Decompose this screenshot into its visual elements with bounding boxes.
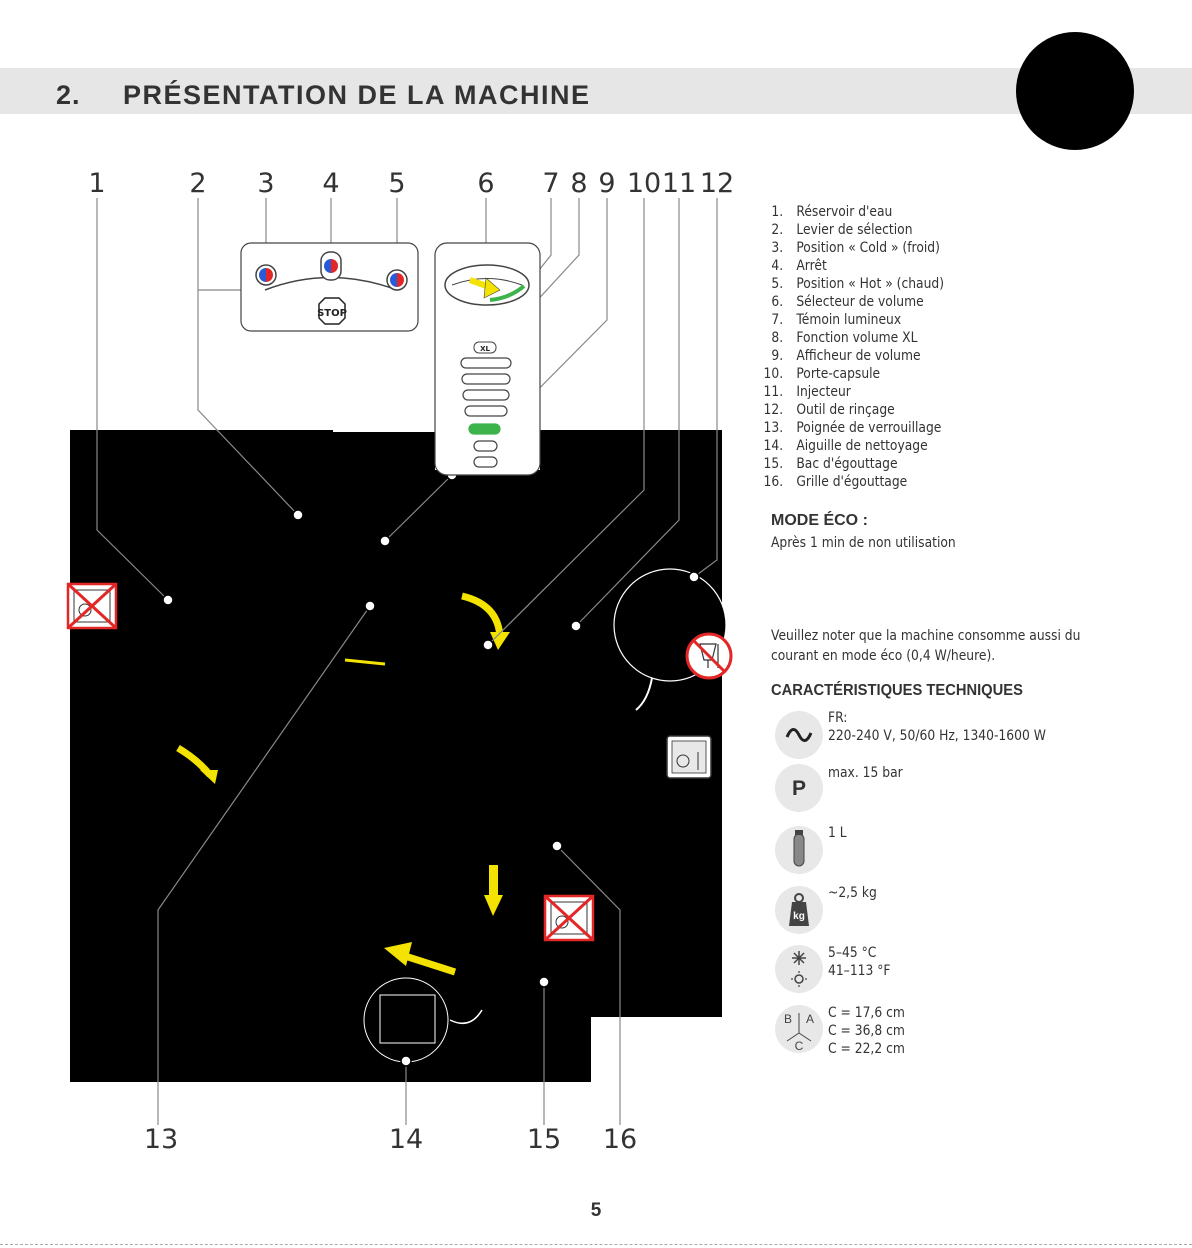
no-dishwasher-icon-left: [66, 582, 118, 630]
legend-item: 1.Réservoir d'eau: [771, 204, 893, 220]
legend-item: 9.Afficheur de volume: [771, 348, 921, 364]
callout-5: 5: [388, 168, 406, 199]
header-band: [0, 68, 1192, 114]
eco-note: Veuillez noter que la machine consomme a…: [771, 628, 1081, 664]
callout-9: 9: [598, 168, 616, 199]
spec-power: FR:220-240 V, 50/60 Hz, 1340-1600 W: [828, 710, 1046, 744]
stop-position-knob: [320, 251, 342, 281]
svg-text:B: B: [784, 1012, 792, 1026]
svg-text:P: P: [792, 777, 806, 800]
callout-1: 1: [88, 168, 106, 199]
legend-item: 12.Outil de rinçage: [763, 402, 895, 418]
svg-text:kg: kg: [793, 911, 805, 922]
water-capacity-icon: [775, 826, 823, 874]
section-number: 2.: [56, 80, 81, 110]
callout-16: 16: [602, 1124, 638, 1155]
stop-sign-icon: [318, 297, 346, 325]
callout-15: 15: [526, 1124, 562, 1155]
callout-2: 2: [189, 168, 207, 199]
machine-diagram: STOP XL: [66, 198, 733, 1125]
legend-item: 6.Sélecteur de volume: [771, 294, 924, 310]
volume-display: [460, 357, 512, 468]
callout-12: 12: [699, 168, 735, 199]
parts-legend: 1.Réservoir d'eau 2.Levier de sélection …: [762, 203, 969, 491]
spec-capacity: 1 L: [828, 825, 847, 841]
hot-position-knob: [386, 269, 408, 291]
svg-text:A: A: [806, 1012, 814, 1026]
section-title: PRÉSENTATION DE LA MACHINE: [123, 80, 591, 110]
weight-icon: kg: [775, 886, 823, 934]
dimensions-icon: B A C: [775, 1005, 823, 1053]
callout-13: 13: [143, 1124, 179, 1155]
legend-item: 16.Grille d'égouttage: [763, 474, 908, 490]
legend-item: 7.Témoin lumineux: [771, 312, 902, 328]
legend-item: 8.Fonction volume XL: [771, 330, 918, 346]
legend-item: 4.Arrêt: [771, 258, 827, 274]
eco-subtitle: Après 1 min de non utilisation: [771, 535, 956, 551]
callout-14: 14: [388, 1124, 424, 1155]
lever-panel: [240, 242, 419, 332]
stop-label: STOP: [317, 308, 347, 319]
ac-power-icon: [775, 711, 823, 759]
no-dishwasher-icon-bottom: [543, 894, 595, 942]
legend-item: 11.Injecteur: [763, 384, 851, 400]
legend-item: 13.Poignée de verrouillage: [763, 420, 942, 436]
page-number: 5: [590, 1200, 602, 1221]
corner-marker: [1016, 32, 1134, 150]
legend-item: 3.Position « Cold » (froid): [771, 240, 940, 256]
spec-weight: ~2,5 kg: [828, 885, 877, 901]
tech-heading: CARACTÉRISTIQUES TECHNIQUES: [771, 682, 1023, 699]
pressure-icon: P: [775, 764, 823, 812]
callout-7: 7: [542, 168, 560, 199]
dishwasher-safe-icon: [666, 735, 712, 779]
indicator-light: [489, 284, 526, 302]
temperature-icon: [775, 945, 823, 993]
xl-label: XL: [480, 345, 490, 353]
footer-rule: [0, 1244, 1192, 1245]
no-food-contact-icon: [685, 632, 733, 680]
legend-item: 5.Position « Hot » (chaud): [771, 276, 945, 292]
svg-text:C: C: [795, 1039, 804, 1053]
callout-11: 11: [661, 168, 697, 199]
callout-3: 3: [257, 168, 275, 199]
legend-item: 10.Porte-capsule: [763, 366, 881, 382]
callout-10: 10: [626, 168, 662, 199]
callout-4: 4: [322, 168, 340, 199]
callout-8: 8: [570, 168, 588, 199]
cold-position-knob: [255, 264, 277, 286]
callout-6: 6: [477, 168, 495, 199]
eco-heading: MODE ÉCO :: [771, 512, 868, 529]
legend-item: 2.Levier de sélection: [771, 222, 913, 238]
legend-item: 14.Aiguille de nettoyage: [763, 438, 928, 454]
legend-item: 15.Bac d'égouttage: [763, 456, 898, 472]
spec-pressure: max. 15 bar: [828, 765, 903, 781]
